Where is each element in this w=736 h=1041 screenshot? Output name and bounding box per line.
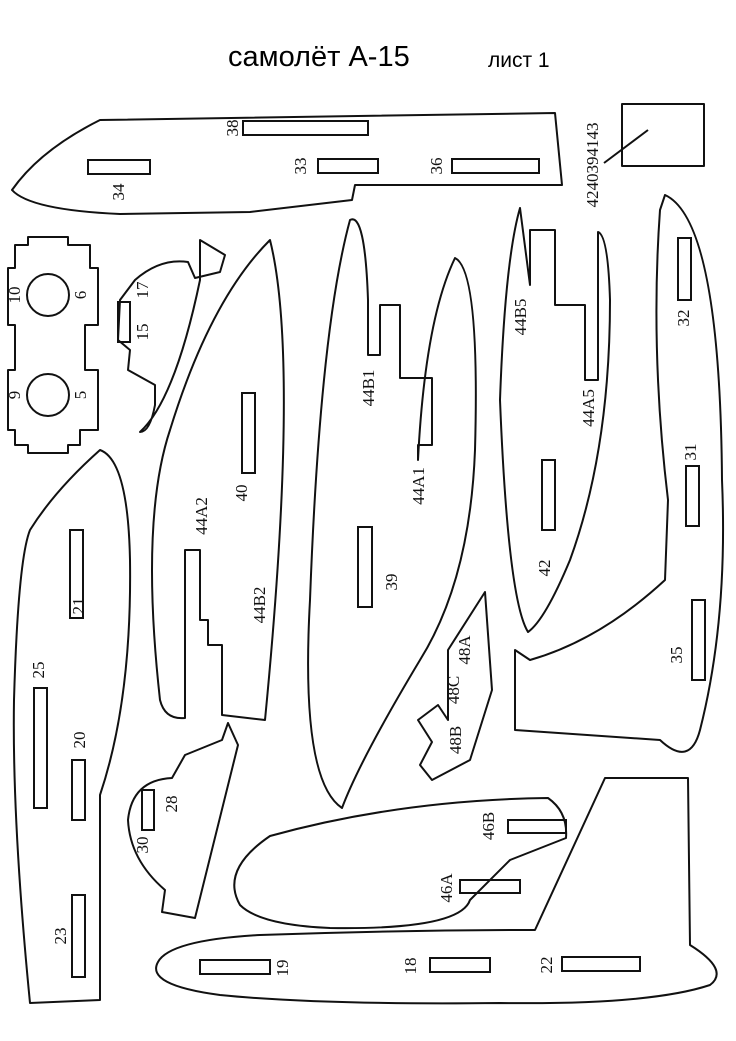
label-48c: 48C (444, 676, 463, 704)
label-30: 30 (133, 837, 152, 854)
label-15: 15 (133, 324, 152, 341)
label-20: 20 (70, 732, 89, 749)
slot-32 (677, 237, 692, 301)
slot-46b (507, 819, 567, 834)
slot-34 (87, 159, 151, 175)
label-23: 23 (51, 928, 70, 945)
label-39: 39 (382, 574, 401, 591)
label-36: 36 (427, 158, 446, 175)
part-square (621, 103, 705, 167)
label-44a1: 44A1 (409, 467, 428, 505)
slot-18 (429, 957, 491, 973)
label-34: 34 (109, 183, 128, 201)
label-44a5: 44A5 (579, 389, 598, 427)
label-46a: 46A (437, 873, 456, 903)
sheet-number: лист 1 (488, 49, 550, 72)
part-bracket-30 (127, 722, 239, 919)
slot-23 (71, 894, 86, 978)
slot-22 (561, 956, 641, 972)
label-28: 28 (162, 796, 181, 813)
part-fin-48 (417, 591, 493, 781)
slot-39 (357, 526, 373, 608)
label-46b: 46B (479, 812, 498, 840)
slot-36 (451, 158, 540, 174)
slot-19 (199, 959, 271, 975)
label-19: 19 (273, 960, 292, 977)
label-40: 40 (232, 485, 251, 502)
label-44a2: 44A2 (192, 497, 211, 535)
label-5: 5 (71, 391, 90, 400)
label-6: 6 (71, 291, 90, 300)
label-35: 35 (667, 647, 686, 664)
label-18: 18 (401, 958, 420, 975)
part-wing-44 (307, 218, 477, 809)
slot-42 (541, 459, 556, 531)
label-21: 21 (69, 598, 88, 615)
label-4240394143: 4240394143 (583, 123, 602, 208)
hole-lower (26, 373, 70, 417)
slot-35 (691, 599, 706, 681)
part-wing-42 (499, 207, 611, 633)
label-44b5: 44B5 (511, 299, 530, 336)
label-33: 33 (291, 158, 310, 175)
slot-38 (242, 120, 369, 136)
part-fuselage-46 (233, 797, 568, 930)
slot-40 (241, 392, 256, 474)
slot-25 (33, 687, 48, 809)
label-48b: 48B (446, 726, 465, 754)
part-square-line (603, 129, 649, 164)
part-fuselage-bottom (155, 777, 718, 1005)
label-22: 22 (537, 957, 556, 974)
slot-31 (685, 465, 700, 527)
label-38: 38 (223, 120, 242, 137)
slot-15 (117, 301, 131, 343)
label-9: 9 (5, 391, 24, 400)
part-gear-plate (7, 236, 99, 454)
slot-20 (71, 759, 86, 821)
sheet-title: самолёт А-15 (228, 41, 410, 73)
slot-33 (317, 158, 379, 174)
label-25: 25 (29, 662, 48, 679)
label-44b1: 44B1 (359, 370, 378, 407)
label-44b2: 44B2 (250, 587, 269, 624)
label-48a: 48A (455, 635, 474, 665)
label-32: 32 (674, 310, 693, 327)
part-fuselage-left (12, 449, 132, 1004)
label-10: 10 (5, 287, 24, 304)
part-strut-17 (117, 239, 226, 433)
part-wing-40 (151, 239, 285, 721)
slot-28 (141, 789, 155, 831)
label-31: 31 (681, 444, 700, 461)
label-42: 42 (535, 560, 554, 577)
slot-46a (459, 879, 521, 894)
slot-21 (69, 529, 84, 619)
hole-upper (26, 273, 70, 317)
part-fuselage-top (11, 112, 563, 215)
part-wing-32 (514, 194, 725, 753)
label-17: 17 (133, 281, 152, 299)
